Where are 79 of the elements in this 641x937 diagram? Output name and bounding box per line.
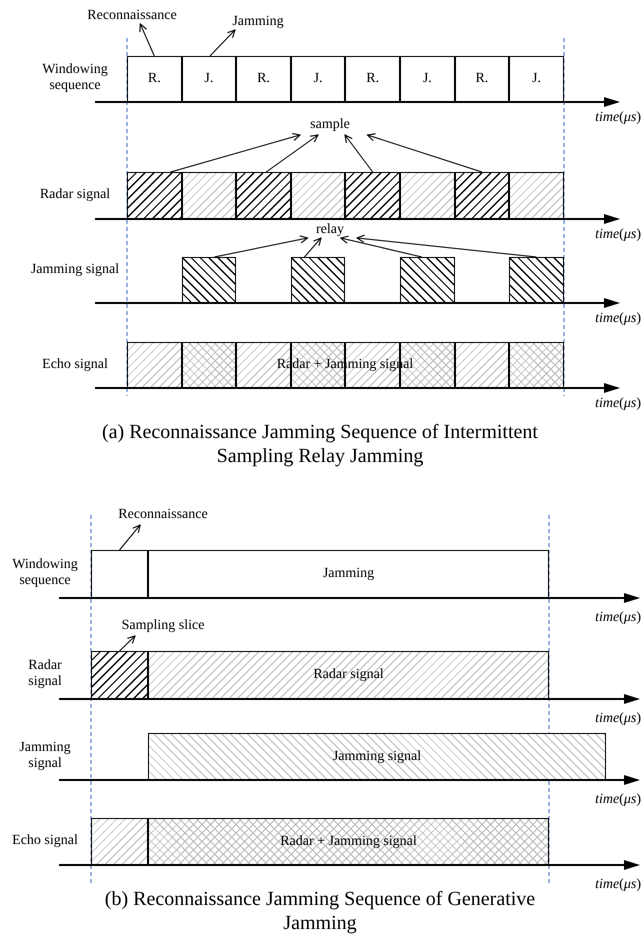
window-segment xyxy=(454,56,510,102)
signal-segment xyxy=(400,172,455,219)
annotation-text: relay xyxy=(285,221,375,238)
axis-label: time(μs) xyxy=(594,311,641,328)
segment-label: J. xyxy=(532,71,541,87)
annotation-text: Reconnaissance xyxy=(111,505,215,525)
segment-label: J. xyxy=(422,71,432,87)
axis-label: time(μs) xyxy=(594,610,641,626)
window-segment xyxy=(148,550,549,598)
segment-label: R. xyxy=(148,71,161,87)
row-label: Windowing sequence xyxy=(41,62,109,94)
signal-segment xyxy=(509,172,564,219)
arrow xyxy=(119,524,141,550)
window-segment xyxy=(290,56,346,102)
window-segment xyxy=(400,56,455,102)
window-segment xyxy=(509,56,564,102)
segment-label: Jamming xyxy=(322,566,374,582)
signal-segment xyxy=(454,172,510,219)
window-segment xyxy=(182,56,236,102)
signal-segment xyxy=(182,172,236,219)
signal-segment xyxy=(236,172,291,219)
row-label: Windowing sequence xyxy=(11,557,79,590)
arrow xyxy=(119,635,136,652)
signal-segment xyxy=(127,342,182,388)
axis-label: time(μs) xyxy=(594,711,641,728)
window-segment xyxy=(345,56,400,102)
signal-segment xyxy=(509,342,564,388)
arrow xyxy=(344,134,374,172)
signal-segment xyxy=(182,257,236,303)
annotation-text: Reconnaissance xyxy=(80,8,184,24)
row-label: Radar signal xyxy=(27,658,63,690)
segment-label: Radar + Jamming signal xyxy=(280,834,417,850)
signal-segment xyxy=(345,172,400,219)
row-label: Echo signal xyxy=(11,833,79,850)
row-label: Jamming signal xyxy=(18,740,72,772)
annotation-text: Jamming xyxy=(226,14,290,30)
axis-label: time(μs) xyxy=(594,227,641,244)
arrow xyxy=(266,134,319,172)
segment-label: J. xyxy=(204,71,214,87)
row-label: Radar signal xyxy=(38,187,112,204)
segment-label: R. xyxy=(257,71,270,87)
signal-segment xyxy=(290,172,346,219)
axis-label: time(μs) xyxy=(594,792,641,808)
segment-label: Radar signal xyxy=(313,667,384,683)
window-segment xyxy=(148,818,549,865)
signal-segment xyxy=(182,342,236,388)
arrow xyxy=(366,133,482,172)
arrow xyxy=(139,23,155,56)
signal-segment xyxy=(454,342,510,388)
signal-segment xyxy=(91,651,148,699)
window-segment xyxy=(236,56,291,102)
row-label: Jamming signal xyxy=(30,262,120,278)
segment-label: Jamming signal xyxy=(332,748,422,764)
arrow xyxy=(214,235,308,258)
segment-label: J. xyxy=(314,71,323,87)
axis-label: time(μs) xyxy=(594,396,641,412)
arrow xyxy=(356,234,537,258)
signal-segment xyxy=(91,818,148,865)
axis-label: time(μs) xyxy=(594,110,641,126)
annotation-text: Sampling slice xyxy=(113,616,213,636)
annotation-text: sample xyxy=(255,115,405,135)
signal-segment xyxy=(400,257,455,303)
row-label: Echo signal xyxy=(41,357,109,374)
arrow xyxy=(209,29,236,56)
window-segment xyxy=(148,733,606,780)
window-segment xyxy=(127,56,182,102)
segment-label: R. xyxy=(366,71,380,87)
signal-segment xyxy=(290,257,346,303)
segment-label: R. xyxy=(475,71,488,87)
window-segment xyxy=(148,651,549,699)
signal-segment xyxy=(127,172,182,219)
axis-label: time(μs) xyxy=(594,877,641,894)
signal-segment xyxy=(91,550,148,598)
signal-segment xyxy=(509,257,564,303)
arrow xyxy=(340,236,422,258)
arrow xyxy=(304,237,322,258)
arrow xyxy=(170,132,301,172)
figure-caption: (a) Reconnaissance Jamming Sequence of Intermittent Sampling Relay Jamming xyxy=(101,420,539,468)
figure-caption: (b) Reconnaissance Jamming Sequence of Generative Jamming xyxy=(104,887,536,935)
